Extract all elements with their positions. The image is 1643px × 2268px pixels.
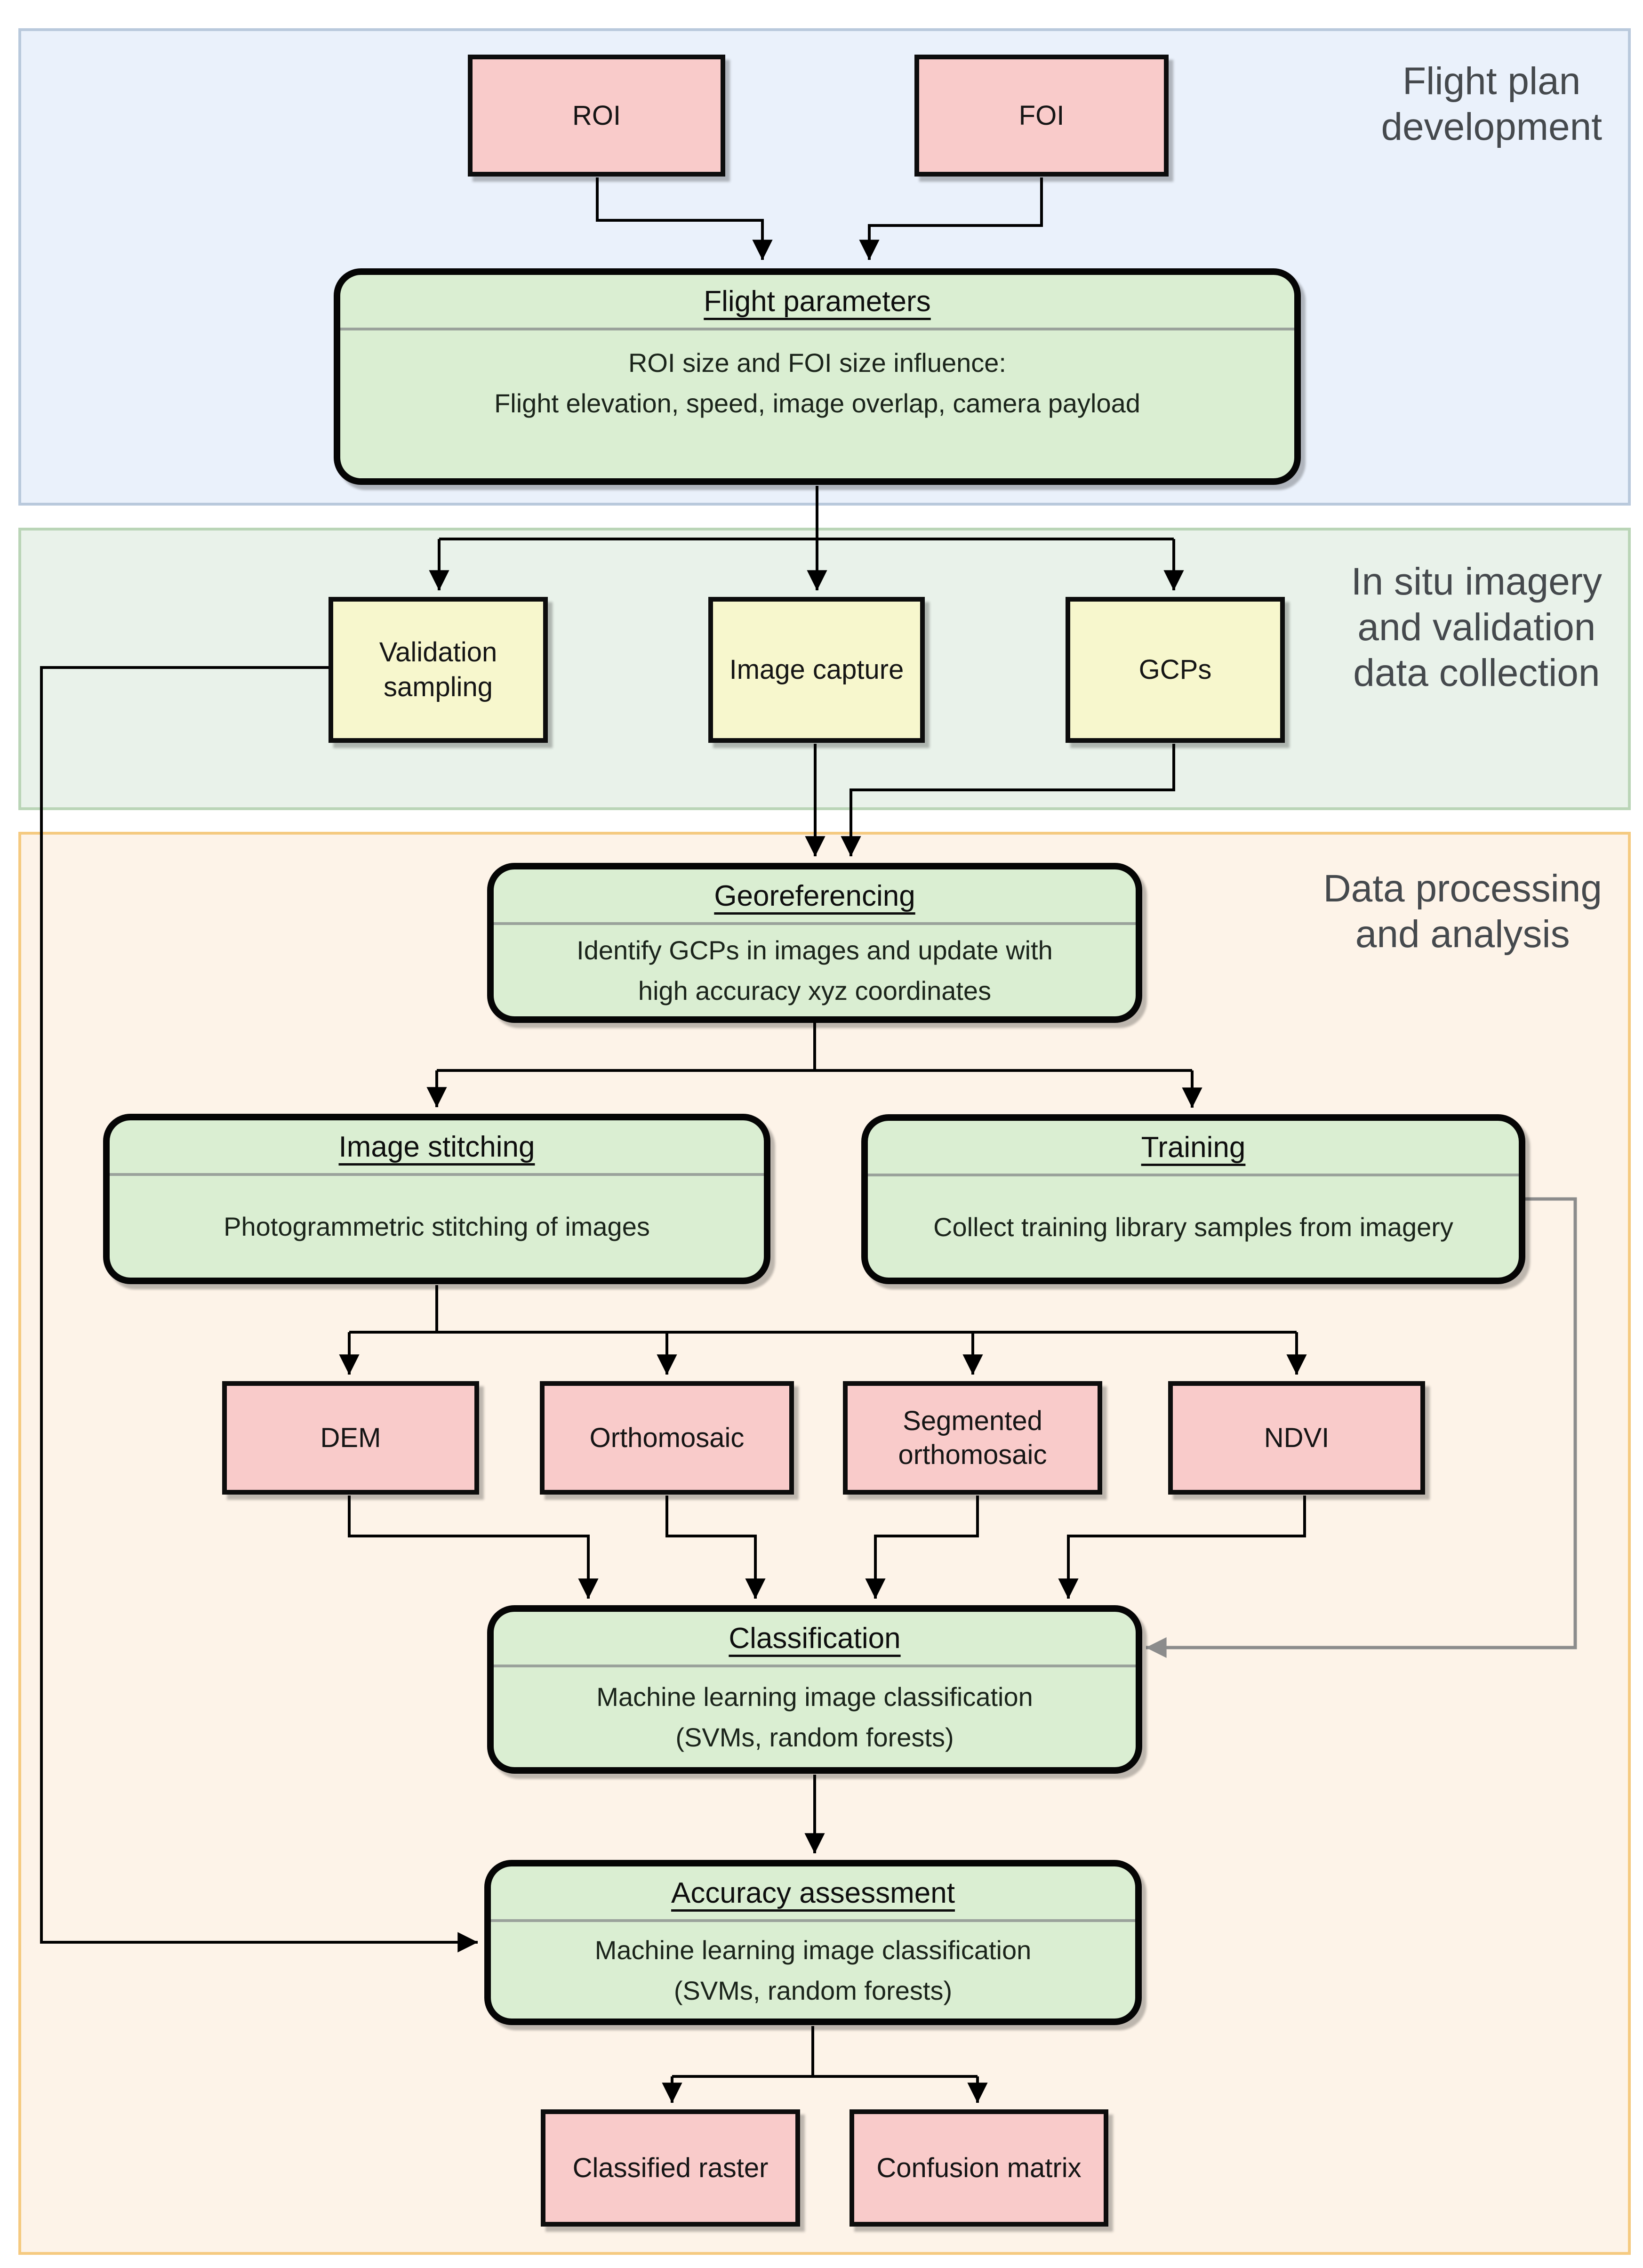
process-body-line: Flight elevation, speed, image overlap, … bbox=[494, 388, 1140, 418]
section-label-line: and analysis bbox=[1355, 913, 1570, 956]
section-label-line: development bbox=[1381, 105, 1602, 148]
node-label: ROI bbox=[572, 100, 621, 131]
process-divider bbox=[868, 1174, 1519, 1176]
connector-segmented-classification bbox=[865, 1496, 979, 1599]
section-label-line: and validation bbox=[1357, 606, 1596, 649]
connector-foi-flightparams bbox=[859, 177, 1043, 260]
process-body-line: Identify GCPs in images and update with bbox=[577, 935, 1053, 965]
node-training: Training Collect training library sample… bbox=[861, 1114, 1525, 1284]
process-title: Classification bbox=[729, 1622, 901, 1655]
node-confusion-matrix: Confusion matrix bbox=[850, 2109, 1108, 2227]
node-label: GCPs bbox=[1138, 654, 1212, 685]
node-validation-sampling: Validation sampling bbox=[329, 597, 548, 743]
node-gcps: GCPs bbox=[1066, 597, 1285, 743]
connector-roi-flightparams bbox=[596, 177, 773, 260]
process-body-line: Collect training library samples from im… bbox=[933, 1212, 1453, 1242]
section-label-flight-plan: Flight plan development bbox=[1381, 58, 1602, 150]
node-label: Image capture bbox=[729, 654, 904, 685]
section-label-line: In situ imagery bbox=[1351, 560, 1602, 603]
process-divider bbox=[110, 1173, 764, 1176]
process-body-line: Machine learning image classification bbox=[594, 1935, 1032, 1965]
node-label: FOI bbox=[1018, 100, 1065, 131]
connector-dem-classification bbox=[348, 1496, 599, 1599]
process-divider bbox=[494, 922, 1136, 925]
connector-ndvi-classification bbox=[1058, 1496, 1306, 1599]
node-label: Classified raster bbox=[572, 2152, 769, 2183]
node-accuracy-assessment: Accuracy assessment Machine learning ima… bbox=[484, 1860, 1142, 2025]
process-divider bbox=[491, 1919, 1135, 1922]
process-body-line: (SVMs, random forests) bbox=[675, 1722, 954, 1752]
node-classification: Classification Machine learning image cl… bbox=[487, 1605, 1142, 1774]
process-title: Image stitching bbox=[338, 1130, 535, 1163]
node-image-capture: Image capture bbox=[708, 597, 925, 743]
node-foi: FOI bbox=[914, 55, 1169, 177]
section-label-in-situ: In situ imagery and validation data coll… bbox=[1351, 559, 1602, 696]
section-label-line: Data processing bbox=[1323, 867, 1602, 910]
node-dem: DEM bbox=[222, 1381, 479, 1495]
node-label: Confusion matrix bbox=[876, 2152, 1082, 2183]
node-segmented-orthomosaic: Segmented orthomosaic bbox=[843, 1381, 1102, 1495]
node-orthomosaic: Orthomosaic bbox=[540, 1381, 794, 1495]
section-label-data-processing: Data processing and analysis bbox=[1323, 866, 1602, 957]
node-label: Orthomosaic bbox=[589, 1422, 745, 1453]
process-body-line: Machine learning image classification bbox=[596, 1682, 1033, 1712]
node-flight-parameters: Flight parameters ROI size and FOI size … bbox=[334, 268, 1301, 485]
process-divider bbox=[340, 328, 1294, 330]
node-label: Validation sampling bbox=[379, 637, 497, 702]
section-label-line: data collection bbox=[1353, 651, 1600, 694]
node-georeferencing: Georeferencing Identify GCPs in images a… bbox=[487, 863, 1142, 1023]
connector-training-classification bbox=[1146, 1197, 1577, 1658]
connector-gcps-georef bbox=[841, 744, 1175, 857]
process-body-line: ROI size and FOI size influence: bbox=[628, 348, 1006, 378]
process-title: Training bbox=[1141, 1131, 1246, 1164]
process-body-line: (SVMs, random forests) bbox=[673, 1975, 953, 2005]
connector-validation-accuracy bbox=[40, 666, 478, 1953]
process-title: Accuracy assessment bbox=[671, 1876, 955, 1909]
connector-orthomosaic-classification bbox=[665, 1496, 766, 1599]
node-roi: ROI bbox=[468, 55, 725, 177]
process-title: Georeferencing bbox=[714, 879, 915, 912]
process-body-line: high accuracy xyz coordinates bbox=[638, 976, 992, 1005]
process-divider bbox=[494, 1665, 1136, 1667]
node-classified-raster: Classified raster bbox=[541, 2109, 800, 2227]
node-label: NDVI bbox=[1264, 1422, 1330, 1453]
node-image-stitching: Image stitching Photogrammetric stitchin… bbox=[103, 1114, 770, 1284]
node-ndvi: NDVI bbox=[1168, 1381, 1425, 1495]
process-body-line: Photogrammetric stitching of images bbox=[224, 1212, 650, 1241]
process-title: Flight parameters bbox=[704, 285, 931, 318]
section-label-line: Flight plan bbox=[1403, 60, 1581, 103]
node-label: DEM bbox=[320, 1422, 381, 1453]
node-label: Segmented orthomosaic bbox=[898, 1405, 1047, 1470]
